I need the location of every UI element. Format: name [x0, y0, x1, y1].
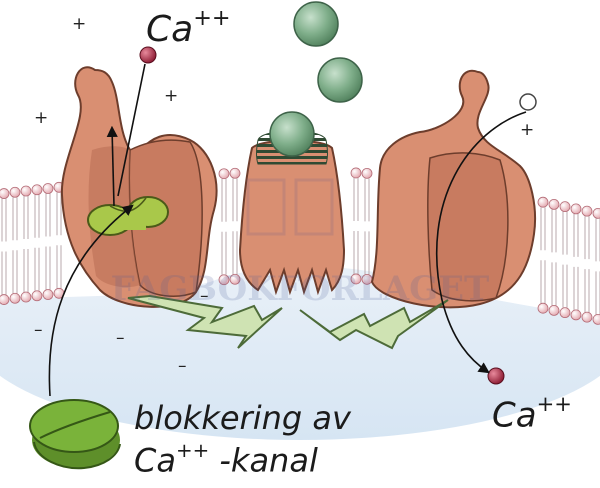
channel-ligands	[269, 1, 363, 157]
plus-sign: +	[34, 108, 49, 128]
calcium-ion-open	[519, 93, 537, 111]
calcium-ion-top	[139, 46, 157, 64]
caption-rest: -kanal	[209, 441, 318, 480]
publisher-watermark: FAGBOKFORLAGET	[111, 178, 490, 309]
lipid-head	[20, 185, 32, 197]
ion-symbol: Ca	[492, 395, 537, 436]
electrical-signals	[127, 294, 449, 350]
lipid-head	[350, 167, 362, 179]
plus-sign: +	[72, 14, 87, 34]
plus-sign: +	[520, 120, 535, 140]
lipid-head	[9, 292, 21, 304]
lipid-head	[559, 307, 571, 319]
lipid-head	[42, 183, 54, 194]
pill-icon	[29, 399, 121, 470]
lipid-head	[537, 196, 549, 208]
caption-line-2: Ca++ -kanal	[134, 441, 318, 480]
lipid-head	[218, 168, 230, 180]
calcium-ion-label-top: Ca++	[146, 6, 231, 50]
lipid-head	[350, 273, 362, 285]
lipid-head	[229, 273, 241, 285]
blocker-molecule	[87, 196, 169, 236]
lipid-head	[9, 186, 21, 198]
calcium-ion-bottom	[487, 367, 505, 385]
lipid-head	[581, 205, 593, 217]
lipid-head	[548, 199, 560, 210]
lipid-head	[218, 274, 230, 286]
ion-charge: ++	[193, 4, 231, 31]
lipid-head	[42, 289, 54, 300]
lipid-head	[559, 201, 571, 213]
lipid-head	[537, 302, 549, 314]
ion-charge: ++	[536, 390, 572, 416]
caption-charge: ++	[175, 439, 210, 463]
caption-symbol: Ca	[134, 441, 176, 480]
calcium-ion-label-bottom: Ca++	[492, 393, 572, 436]
lipid-head	[570, 309, 582, 321]
plus-sign: +	[164, 86, 179, 106]
lipid-head	[31, 184, 43, 196]
minus-sign: –	[34, 320, 43, 340]
minus-sign: –	[200, 286, 209, 306]
minus-sign: –	[178, 356, 187, 376]
lipid-head	[0, 294, 10, 305]
lipid-head	[20, 291, 32, 303]
ion-flow-arrows	[48, 63, 527, 397]
minus-sign: –	[116, 328, 125, 348]
ion-symbol: Ca	[146, 9, 194, 50]
lipid-head	[548, 305, 560, 316]
lipid-head	[581, 311, 593, 323]
lipid-head	[361, 167, 373, 179]
caption-line-1: blokkering av	[134, 399, 351, 437]
lipid-head	[0, 188, 10, 199]
lipid-head	[570, 203, 582, 215]
lipid-head	[31, 290, 43, 302]
watermark-text: FAGBOKFORLAGET	[111, 269, 490, 309]
lipid-head	[592, 313, 600, 325]
lipid-head	[229, 167, 241, 179]
lipid-head	[592, 207, 600, 219]
